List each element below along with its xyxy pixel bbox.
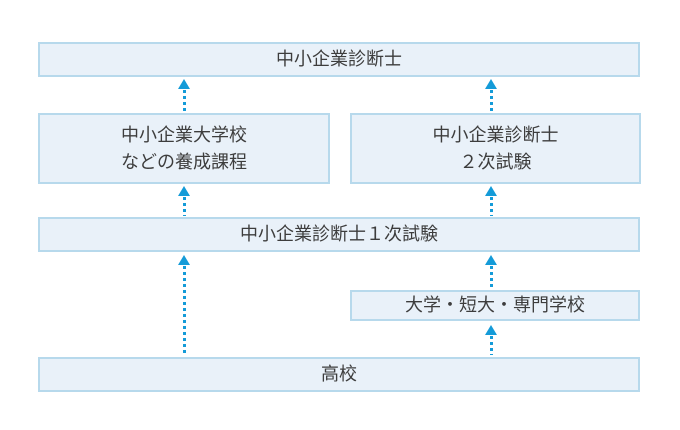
arrow-high-school-to-first-exam-icon: [177, 255, 191, 355]
arrow-dotted-line: [182, 197, 186, 216]
box-university: 大学・短大・専門学校: [350, 290, 640, 321]
arrow-head-icon: [178, 79, 190, 89]
box-consultant: 中小企業診断士: [38, 42, 640, 77]
box-high-school: 高校: [38, 357, 640, 392]
arrow-head-icon: [178, 186, 190, 196]
arrow-dotted-line: [489, 90, 493, 112]
arrow-head-icon: [485, 186, 497, 196]
arrow-dotted-line: [489, 336, 493, 355]
box-second-exam: 中小企業診断士 ２次試験: [350, 113, 641, 184]
arrow-first-exam-to-training-course-icon: [177, 186, 191, 216]
arrow-high-school-to-university-icon: [484, 325, 498, 355]
box-consultant-label: 中小企業診断士: [276, 49, 402, 70]
arrow-first-exam-to-second-exam-icon: [484, 186, 498, 216]
box-high-school-label: 高校: [321, 364, 357, 385]
box-first-exam-label: 中小企業診断士１次試験: [240, 224, 438, 245]
arrow-dotted-line: [182, 266, 186, 355]
arrow-dotted-line: [182, 90, 186, 112]
box-second-exam-label: 中小企業診断士 ２次試験: [432, 125, 559, 172]
arrow-training-course-to-consultant-icon: [177, 79, 191, 112]
arrow-head-icon: [485, 79, 497, 89]
arrow-dotted-line: [489, 266, 493, 288]
box-training-course: 中小企業大学校 などの養成課程: [38, 113, 330, 184]
arrow-university-to-first-exam-icon: [484, 255, 498, 288]
arrow-second-exam-to-consultant-icon: [484, 79, 498, 112]
arrow-head-icon: [485, 325, 497, 335]
arrow-head-icon: [485, 255, 497, 265]
arrow-dotted-line: [489, 197, 493, 216]
box-university-label: 大学・短大・専門学校: [405, 295, 585, 316]
box-first-exam: 中小企業診断士１次試験: [38, 217, 640, 252]
arrow-head-icon: [178, 255, 190, 265]
box-training-course-label: 中小企業大学校 などの養成課程: [121, 125, 247, 172]
